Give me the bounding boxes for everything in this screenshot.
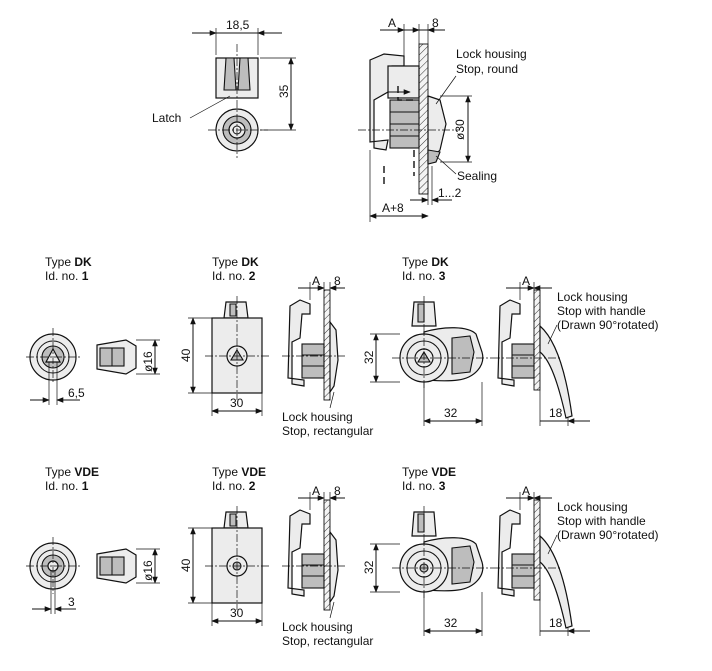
- dim-30-vde: 30: [230, 606, 244, 620]
- dim-1-2: 1...2: [438, 186, 462, 200]
- top-side-view: A 8 Lock housing Stop, round ø30 Sealing…: [358, 16, 527, 222]
- dim-a-vde: A: [312, 484, 320, 498]
- dim-dia16-vde: ø16: [141, 560, 155, 581]
- dim-18-dk: 18: [549, 406, 563, 420]
- label-stop-handle-dk: Stop with handle: [557, 304, 646, 318]
- dim-18-vde: 18: [549, 616, 563, 630]
- vde-id-heading-3: Id. no. 3: [402, 479, 446, 493]
- dim-dia16-dk: ø16: [141, 351, 155, 372]
- dim-a-vde-3: A: [522, 484, 530, 498]
- dim-30-dk: 30: [230, 396, 244, 410]
- dim-32-h-dk: 32: [444, 406, 458, 420]
- dim-32-h-vde: 32: [444, 616, 458, 630]
- label-stop-rect-vde: Stop, rectangular: [282, 634, 373, 648]
- dk-id-heading-1: Id. no. 1: [45, 269, 89, 283]
- label-drawn-rotated-vde: (Drawn 90°rotated): [557, 528, 659, 542]
- vde-type-heading-3: Type VDE: [402, 465, 456, 479]
- dk-type-heading-3: Type DK: [402, 255, 449, 269]
- dk-type-heading-1: Type DK: [45, 255, 92, 269]
- label-drawn-rotated-dk: (Drawn 90°rotated): [557, 318, 659, 332]
- dim-a-top: A: [388, 16, 396, 30]
- row-type-vde: Type VDE Id. no. 1 Type VDE Id. no. 2 Ty…: [26, 465, 659, 648]
- dim-40-vde: 40: [179, 558, 193, 572]
- dim-32-v-vde: 32: [362, 560, 376, 574]
- dim-a-plus-8: A+8: [382, 201, 404, 215]
- dim-3: 3: [68, 595, 75, 609]
- label-lock-housing-vde: Lock housing: [282, 620, 353, 634]
- dim-8-top: 8: [432, 16, 439, 30]
- row-type-dk: Type DK Id. no. 1 Type DK Id. no. 2 Type…: [26, 255, 659, 438]
- dim-40-dk: 40: [179, 348, 193, 362]
- dim-8-vde: 8: [334, 484, 341, 498]
- dk-id-heading-3: Id. no. 3: [402, 269, 446, 283]
- label-stop-handle-vde: Stop with handle: [557, 514, 646, 528]
- label-sealing: Sealing: [457, 169, 497, 183]
- dim-32-v-dk: 32: [362, 350, 376, 364]
- label-lock-housing-dk: Lock housing: [282, 410, 353, 424]
- dk-type-heading-2: Type DK: [212, 255, 259, 269]
- label-stop-rect-dk: Stop, rectangular: [282, 424, 373, 438]
- dim-a-dk: A: [312, 274, 320, 288]
- label-stop-round: Stop, round: [456, 62, 518, 76]
- label-latch: Latch: [152, 111, 181, 125]
- top-front-view: 18,5 35 Latch: [152, 18, 296, 158]
- vde-id-heading-2: Id. no. 2: [212, 479, 256, 493]
- label-lock-housing-dk-3: Lock housing: [557, 290, 628, 304]
- dim-height-35: 35: [277, 84, 291, 98]
- dim-width-18-5: 18,5: [226, 18, 250, 32]
- vde-type-heading-1: Type VDE: [45, 465, 99, 479]
- vde-type-heading-2: Type VDE: [212, 465, 266, 479]
- dim-a-dk-3: A: [522, 274, 530, 288]
- dim-8-dk: 8: [334, 274, 341, 288]
- label-lock-housing-top: Lock housing: [456, 47, 527, 61]
- dim-dia30: ø30: [453, 119, 467, 140]
- dim-6-5: 6,5: [68, 386, 85, 400]
- vde-id-heading-1: Id. no. 1: [45, 479, 89, 493]
- label-lock-housing-vde-3: Lock housing: [557, 500, 628, 514]
- dk-id-heading-2: Id. no. 2: [212, 269, 256, 283]
